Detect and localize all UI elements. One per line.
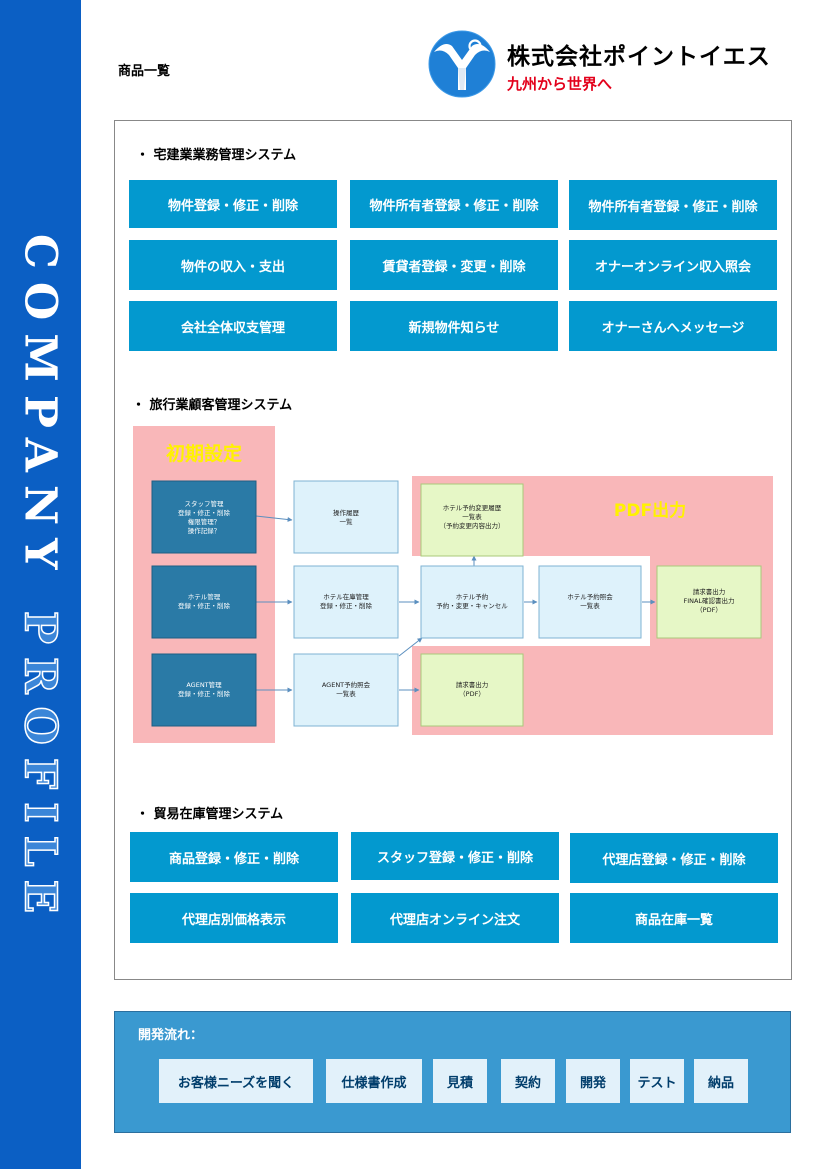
- step-spec: 仕様書作成: [326, 1059, 422, 1103]
- staff-mgmt-line1: スタッフ管理: [185, 499, 225, 508]
- sidebar-title-profile: PROFILE: [14, 610, 67, 927]
- booking-line1: ホテル予約: [456, 592, 489, 601]
- agent-ref-line2: 一覧表: [336, 689, 356, 698]
- tile-company-finance: 会社全体収支管理: [129, 301, 337, 351]
- tile-owner-register: 物件所有者登録・修正・削除: [350, 180, 558, 228]
- oplog-line2: 一覧: [340, 517, 354, 526]
- tile-owner-register-2: 物件所有者登録・修正・削除: [569, 180, 777, 230]
- history-line3: （予約変更内容出力）: [440, 521, 505, 530]
- company-name: 株式会社ポイントイエス: [507, 44, 771, 70]
- hotel-mgmt-line2: 登録・修正・削除: [178, 601, 231, 610]
- tile-owner-income-inquiry: オナーオンライン収入照会: [569, 240, 777, 290]
- pdf-output-label: PDF出力: [614, 500, 686, 521]
- tile-owner-message: オナーさんへメッセージ: [569, 301, 777, 351]
- tile-agency-register: 代理店登録・修正・削除: [570, 833, 778, 883]
- tile-tenant-register: 賃貸者登録・変更・削除: [350, 240, 558, 290]
- staff-mgmt-line4: 操作記録？: [188, 526, 221, 535]
- invoice-line2: （PDF）: [459, 690, 485, 698]
- section-trade-title: ・ 貿易在庫管理システム: [136, 807, 284, 822]
- booking-line2: 予約・変更・キャンセル: [436, 601, 508, 610]
- tile-agency-order: 代理店オンライン注文: [351, 893, 559, 943]
- tile-product-register: 商品登録・修正・削除: [130, 832, 338, 882]
- step-delivery: 納品: [694, 1059, 748, 1103]
- stock-mgmt-line2: 登録・修正・削除: [320, 601, 373, 610]
- sidebar: COMPANY PROFILE: [0, 0, 81, 1169]
- tile-product-stock: 商品在庫一覧: [570, 893, 778, 943]
- company-logo-icon: [428, 30, 496, 98]
- company-slogan: 九州から世界へ: [507, 75, 613, 93]
- agent-ref-line1: AGENT予約照会: [322, 680, 371, 689]
- staff-mgmt-line3: 権限管理？: [188, 517, 221, 526]
- page-title: 商品一覧: [118, 64, 171, 79]
- step-estimate: 見積: [433, 1059, 487, 1103]
- staff-mgmt-line2: 登録・修正・削除: [178, 508, 231, 517]
- booking-ref-line2: 一覧表: [580, 601, 600, 610]
- invoice-final-line2: FINAL確認書出力: [683, 596, 734, 605]
- tile-property-income: 物件の収入・支出: [129, 240, 337, 290]
- step-test: テスト: [630, 1059, 684, 1103]
- step-contract: 契約: [501, 1059, 555, 1103]
- step-hearing: お客様ニーズを聞く: [159, 1059, 313, 1103]
- agent-mgmt-line1: AGENT管理: [186, 680, 222, 689]
- section-travel-title: ・ 旅行業顧客管理システム: [132, 398, 293, 413]
- sidebar-title: COMPANY PROFILE: [14, 233, 67, 927]
- invoice-line1: 請求書出力: [456, 680, 489, 689]
- section-real-estate-title: ・ 宅建業業務管理システム: [136, 148, 297, 163]
- sidebar-title-company: COMPANY: [14, 233, 66, 611]
- booking-ref-line1: ホテル予約照会: [567, 592, 613, 601]
- tile-agency-price: 代理店別価格表示: [130, 893, 338, 943]
- invoice-final-line1: 請求書出力: [693, 587, 726, 596]
- invoice-final-line3: （PDF）: [696, 606, 722, 614]
- tile-staff-register: スタッフ登録・修正・削除: [351, 832, 559, 880]
- history-line2: 一覧表: [462, 512, 482, 521]
- hotel-mgmt-line1: ホテル管理: [188, 592, 221, 601]
- oplog-line1: 操作履歴: [333, 508, 360, 517]
- tile-property-register: 物件登録・修正・削除: [129, 180, 337, 228]
- initial-setup-label: 初期設定: [166, 442, 242, 465]
- tile-new-property-notice: 新規物件知らせ: [350, 301, 558, 351]
- stock-mgmt-line1: ホテル在庫管理: [323, 592, 369, 601]
- dev-flow-label: 開発流れ：: [138, 1028, 204, 1043]
- agent-mgmt-line2: 登録・修正・削除: [178, 689, 231, 698]
- history-line1: ホテル予約変更履歴: [443, 503, 502, 512]
- step-develop: 開発: [566, 1059, 620, 1103]
- travel-system-diagram: 初期設定 PDF出力 スタッフ管理 登録・修正・削除 権限管理？ 操作記録？ ホ…: [132, 424, 775, 744]
